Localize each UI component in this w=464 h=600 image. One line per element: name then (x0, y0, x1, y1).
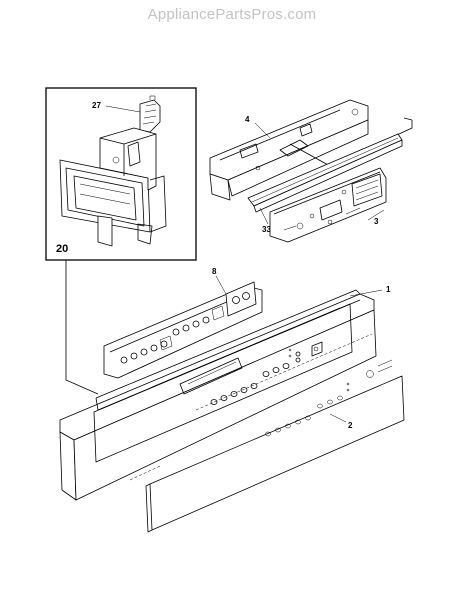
part-2-overlay (129, 333, 405, 533)
callout-4: 4 (245, 115, 250, 124)
leader-1 (349, 289, 383, 297)
callout-27: 27 (92, 101, 101, 110)
inset-connector-line (65, 260, 99, 395)
leader-4 (254, 122, 271, 139)
watermark: AppliancePartsPros.com (147, 6, 317, 23)
callout-2: 2 (348, 421, 353, 430)
part-33-gasket (247, 133, 403, 213)
part-20-dispenser (59, 127, 167, 247)
callout-3: 3 (374, 217, 379, 226)
leader-3 (367, 209, 385, 221)
part-3-control-board (269, 167, 387, 243)
leader-33 (259, 207, 269, 225)
callout-8: 8 (212, 267, 217, 276)
inset-box (45, 87, 197, 261)
leader-8 (215, 275, 227, 295)
callout-33: 33 (262, 225, 271, 234)
part-1-console (59, 289, 377, 501)
part-8-keypad (103, 281, 263, 379)
part-27-clip (139, 95, 161, 133)
leader-2 (329, 413, 347, 423)
callout-1: 1 (386, 285, 391, 294)
callout-20: 20 (56, 243, 68, 255)
part-4-bracket (209, 99, 413, 201)
leader-27 (105, 105, 141, 113)
